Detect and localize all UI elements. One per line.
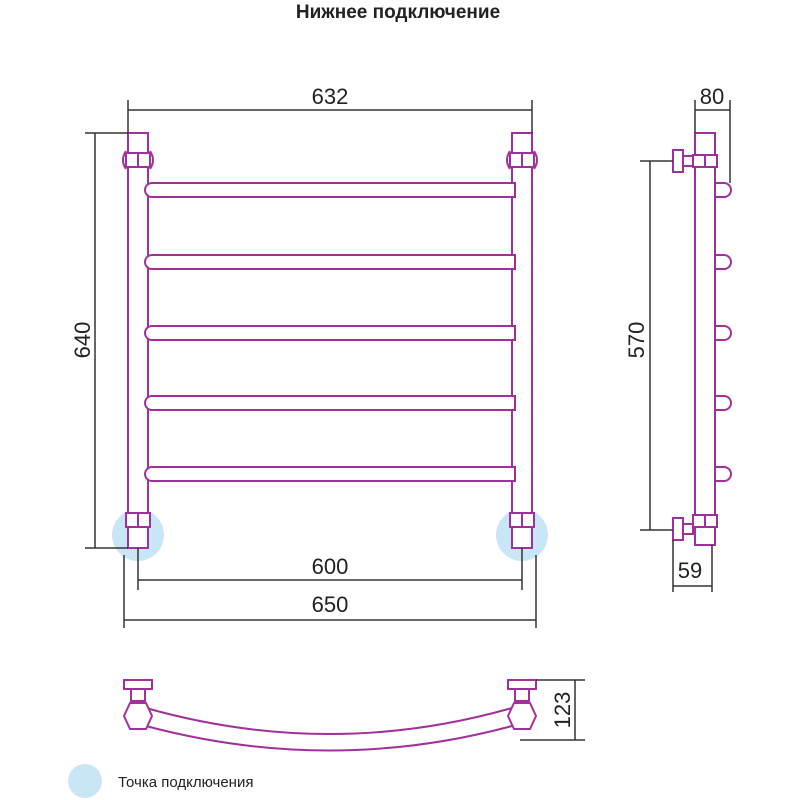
- dim-123: 123: [550, 692, 575, 729]
- legend-connection-icon: [68, 764, 102, 798]
- front-view: 632 640 600 650: [70, 84, 538, 628]
- diagram-title: Нижнее подключение: [296, 2, 500, 23]
- dim-600: 600: [312, 554, 349, 579]
- top-view: 123: [122, 679, 585, 752]
- dim-59: 59: [678, 558, 702, 583]
- nuts: [122, 150, 538, 528]
- dim-640: 640: [70, 322, 95, 359]
- legend-label: Точка подключения: [118, 774, 253, 791]
- dim-80: 80: [700, 84, 724, 109]
- rungs: [144, 182, 516, 482]
- dim-632: 632: [312, 84, 349, 109]
- left-rail: [127, 132, 149, 549]
- side-view: 80 570 59: [624, 84, 732, 592]
- dim-570: 570: [624, 322, 649, 359]
- dim-650: 650: [312, 592, 349, 617]
